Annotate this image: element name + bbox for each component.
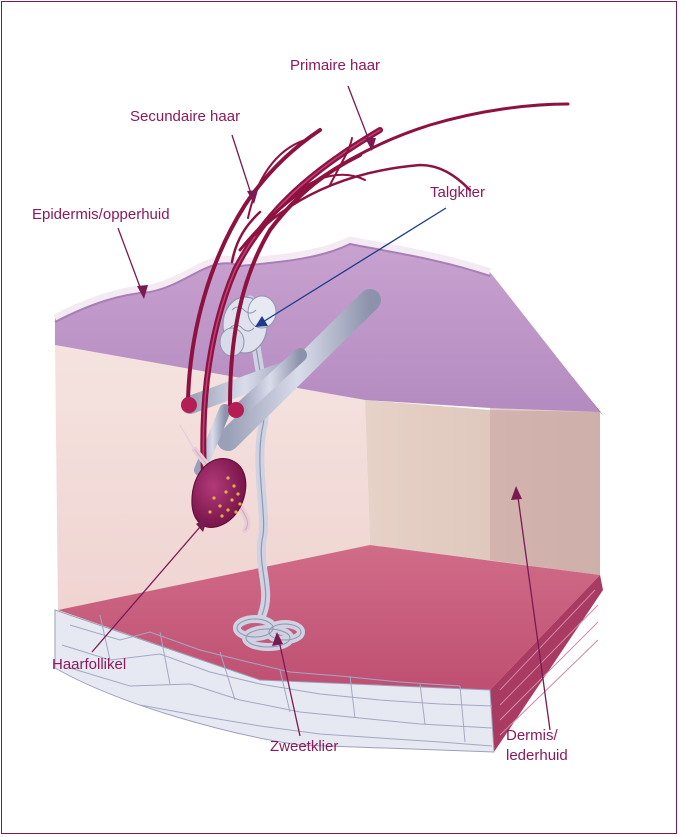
- leader-secundaire-haar: [232, 135, 253, 200]
- label-primaire-haar: Primaire haar: [290, 57, 380, 75]
- label-talgklier: Talgklier: [430, 184, 485, 202]
- label-dermis-line1: Dermis/: [506, 726, 568, 746]
- label-secundaire-haar: Secundaire haar: [130, 108, 240, 126]
- label-dermis: Dermis/ lederhuid: [506, 726, 568, 766]
- label-epidermis: Epidermis/opperhuid: [32, 206, 170, 224]
- leader-epidermis: [118, 228, 143, 295]
- label-zweetklier: Zweetklier: [270, 738, 338, 756]
- label-dermis-line2: lederhuid: [506, 746, 568, 766]
- label-haarfollikel: Haarfollikel: [52, 656, 126, 674]
